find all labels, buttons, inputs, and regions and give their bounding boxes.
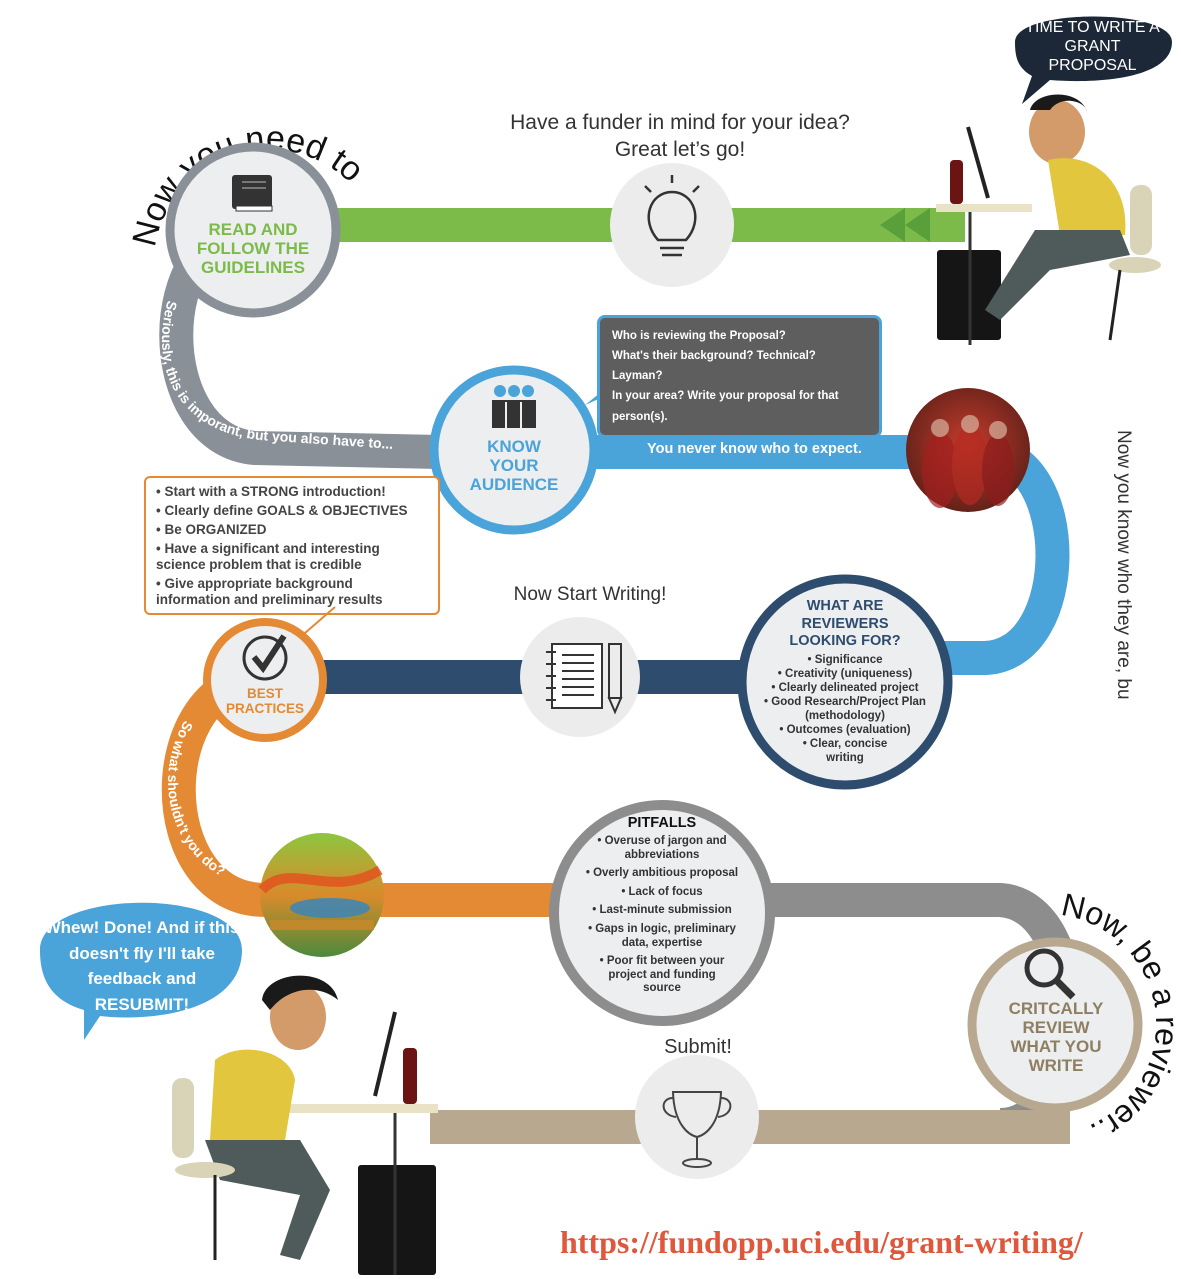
tip-line-2: What's their background? Technical? Laym… bbox=[612, 350, 816, 383]
checkmark-icon bbox=[242, 634, 288, 681]
pitfall-item: • Overuse of jargon and abbreviations bbox=[597, 835, 727, 861]
cardinals-image bbox=[922, 415, 1014, 508]
pitfalls-circle bbox=[549, 800, 775, 1026]
woman-top-illustration bbox=[936, 94, 1161, 345]
critically-review-circle bbox=[967, 937, 1143, 1113]
reviewers-list: • Significance • Creativity (uniqueness)… bbox=[752, 653, 938, 765]
pitfalls-list: • Overuse of jargon and abbreviations • … bbox=[578, 835, 746, 996]
reviewers-item: • Good Research/Project Plan (methodolog… bbox=[764, 696, 926, 723]
book-icon bbox=[232, 175, 273, 212]
pitfall-item: • Lack of focus bbox=[621, 885, 703, 898]
lightbulb-icon bbox=[644, 175, 700, 257]
reviewers-content: WHAT ARE REVIEWERS LOOKING FOR? • Signif… bbox=[752, 598, 938, 765]
trophy-icon bbox=[662, 1091, 732, 1168]
woman-bottom-illustration bbox=[172, 975, 438, 1275]
reviewers-item: • Clearly delineated project bbox=[771, 682, 919, 695]
practice-item: • Start with a STRONG introduction! bbox=[156, 484, 386, 499]
practice-item: • Clearly define GOALS & OBJECTIVES bbox=[156, 502, 408, 518]
notebook-icon bbox=[546, 643, 603, 709]
lightbulb-circle bbox=[610, 163, 734, 287]
pitfall-item: • Overly ambitious proposal bbox=[585, 867, 739, 880]
pitfall-item: • Last-minute submission bbox=[592, 904, 732, 917]
box-connector bbox=[304, 606, 336, 634]
road-arrow-1 bbox=[880, 208, 905, 242]
road-arrow-2 bbox=[905, 208, 930, 242]
pitfall-item: • Poor fit between your project and fund… bbox=[599, 955, 725, 995]
pitfalls-content: PITFALLS • Overuse of jargon and abbrevi… bbox=[578, 815, 746, 996]
source-url[interactable]: https://fundopp.uci.edu/grant-writing/ bbox=[560, 1224, 1083, 1260]
pencil-icon bbox=[607, 643, 623, 715]
reviewers-item: • Outcomes (evaluation) bbox=[779, 724, 911, 737]
reviewers-item: • Creativity (uniqueness) bbox=[777, 668, 913, 681]
expect-text: You never know who to expect. bbox=[647, 441, 862, 457]
practice-item: • Be ORGANIZED bbox=[156, 521, 267, 537]
reviewers-circle bbox=[737, 574, 953, 790]
speech-bottom-text: Whew! Done! And if this doesn't fly I'll… bbox=[44, 918, 240, 1014]
submit-text: Submit! bbox=[664, 1036, 732, 1058]
practice-item: • Give appropriate background informatio… bbox=[156, 575, 383, 607]
magnifier-icon bbox=[1024, 948, 1076, 1000]
cartoon-image bbox=[258, 865, 383, 930]
intro-line-1: Have a funder in mind for your idea? bbox=[510, 111, 850, 134]
best-practices-box: • Start with a STRONG introduction! • Cl… bbox=[144, 476, 440, 616]
audience-circle bbox=[429, 365, 599, 535]
road-green bbox=[250, 208, 965, 242]
tip-line-3: In your area? Write your proposal for th… bbox=[612, 390, 839, 423]
best-practices-title: BEST PRACTICES bbox=[225, 686, 304, 717]
audience-tip-box: Who is reviewing the Proposal? What's th… bbox=[597, 315, 882, 438]
audience-icon bbox=[492, 385, 536, 428]
pitfall-item: • Gaps in logic, preliminary data, exper… bbox=[588, 923, 736, 949]
reviewers-item: • Clear, concise writing bbox=[802, 738, 888, 765]
intro-line-2: Great let’s go! bbox=[614, 138, 746, 161]
speech-bubble-bottom bbox=[40, 902, 242, 1040]
speech-top-text: TIME TO WRITE A GRANT PROPOSAL bbox=[1025, 19, 1160, 75]
start-writing-text: Now Start Writing! bbox=[513, 584, 667, 605]
guidelines-title: READ AND FOLLOW THE GUIDELINES bbox=[196, 220, 310, 278]
reviewers-item: • Significance bbox=[807, 654, 883, 667]
guidelines-circle bbox=[165, 142, 341, 318]
practice-item: • Have a significant and interesting sci… bbox=[156, 540, 380, 572]
cartoon-circle bbox=[260, 833, 384, 957]
pitfalls-title: PITFALLS bbox=[627, 815, 697, 831]
reviewers-title: WHAT ARE REVIEWERS LOOKING FOR? bbox=[789, 598, 901, 650]
speech-bubble-top bbox=[1015, 16, 1172, 104]
tip-line-1: Who is reviewing the Proposal? bbox=[612, 330, 786, 342]
audience-title: KNOW YOUR AUDIENCE bbox=[469, 437, 559, 495]
critically-review-title: CRITCALLY REVIEW WHAT YOU WRITE bbox=[1008, 999, 1104, 1076]
trophy-circle bbox=[635, 1055, 759, 1179]
